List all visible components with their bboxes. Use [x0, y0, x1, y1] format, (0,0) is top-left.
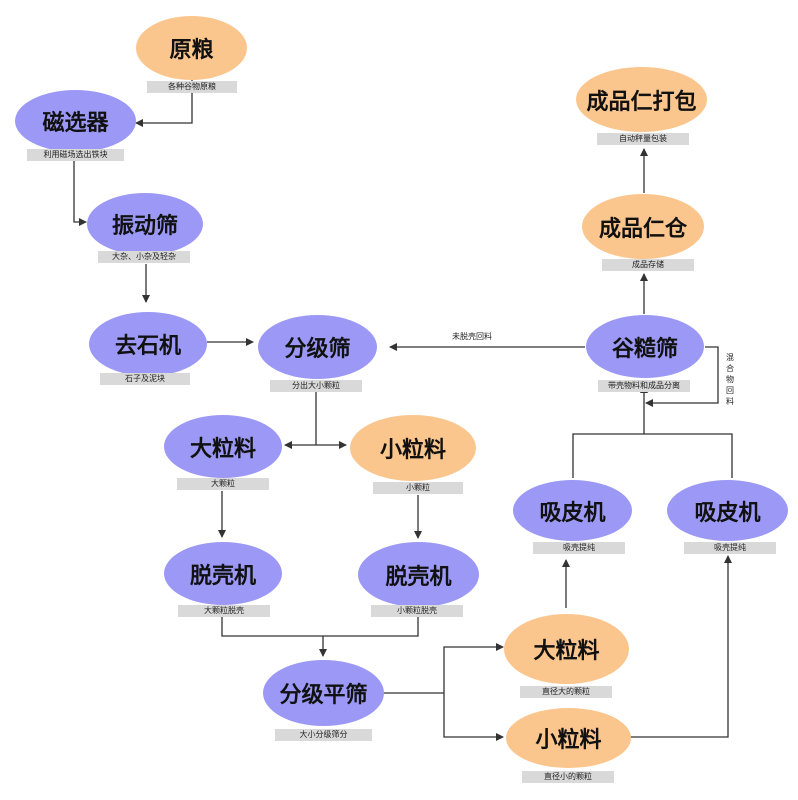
node-title: 分级筛 [284, 337, 351, 362]
node-label: 石子及泥块 [100, 373, 190, 385]
node-title: 大粒料 [533, 639, 600, 664]
node-yuanliang: 原粮 [136, 16, 247, 80]
node-dalialiao-1: 大粒料 [164, 415, 282, 478]
node-label: 利用磁场选出铁块 [27, 149, 124, 161]
node-label: 小颗粒 [373, 482, 463, 494]
edge-to-dalialiao2 [443, 643, 504, 693]
node-title: 脱壳机 [385, 564, 452, 590]
node-tuokeji-1: 脱壳机 [164, 542, 282, 605]
edge-tuokeji1-merge [221, 617, 323, 637]
node-label: 成品存储 [602, 259, 694, 271]
node-title: 小粒料 [535, 728, 602, 753]
node-title: 大粒料 [189, 436, 256, 462]
node-title: 振动筛 [111, 214, 178, 239]
node-title: 脱壳机 [189, 563, 256, 589]
node-label: 吸壳提纯 [533, 542, 625, 554]
node-title: 吸皮机 [539, 500, 606, 526]
node-xipiji-2: 吸皮机 [667, 480, 788, 541]
edge-xiaolialiao2-xipiji2 [630, 555, 732, 738]
node-tuokeji-2: 脱壳机 [358, 542, 479, 607]
edge-yuanliang-cixuanqi [135, 80, 193, 127]
node-label: 吸壳提纯 [684, 542, 776, 554]
node-label: 带壳物料和成品分离 [598, 380, 690, 392]
node-title: 小粒料 [379, 438, 446, 463]
node-label: 自动秤量包装 [597, 133, 689, 145]
edge-xipiji2-up [644, 433, 733, 478]
node-xipiji-1: 吸皮机 [513, 480, 632, 541]
edge-tuokeji2-merge [323, 617, 419, 637]
edge-mixed-return [645, 346, 719, 407]
node-title: 谷糙筛 [611, 336, 678, 362]
node-label: 大小分级筛分 [275, 729, 372, 741]
node-xiaolialiao-2: 小粒料 [506, 708, 631, 768]
node-title: 磁选器 [42, 111, 109, 136]
node-xiaolialiao-1: 小粒料 [350, 415, 476, 481]
node-title: 吸皮机 [694, 500, 761, 526]
edge-xipiji1-up [572, 433, 644, 478]
node-label: 直径大的颗粒 [520, 686, 612, 698]
node-gucaoshai: 谷糙筛 [586, 315, 704, 378]
node-dalialiao-2: 大粒料 [504, 614, 629, 684]
edge-label-mixed-return: 混合物回料 [726, 353, 734, 406]
node-label: 各种谷物原粮 [147, 81, 237, 93]
node-title: 成品仁打包 [586, 89, 697, 115]
node-label: 大杂、小杂及轻杂 [98, 251, 190, 263]
edge-to-xiaolialiao2 [443, 693, 504, 741]
node-title: 成品仁仓 [598, 216, 687, 242]
edge-cixuanqi-zhendongshai [73, 156, 87, 226]
node-qushiji: 去石机 [89, 312, 207, 376]
node-zhendongshai: 振动筛 [87, 193, 203, 255]
node-chengpincang: 成品仁仓 [582, 194, 704, 259]
node-label: 大颗粒 [177, 478, 269, 490]
node-label: 直径小的颗粒 [522, 771, 614, 783]
node-title: 分级平筛 [279, 683, 368, 708]
node-chengpinbaozhuang: 成品仁打包 [576, 67, 707, 132]
node-cixuanqi: 磁选器 [15, 90, 136, 152]
node-fenjipingshai: 分级平筛 [263, 660, 384, 726]
node-fenjishai: 分级筛 [258, 315, 377, 379]
node-label: 小颗粒脱壳 [371, 605, 463, 617]
node-title: 原粮 [169, 38, 214, 63]
node-label: 大颗粒脱壳 [178, 605, 270, 617]
node-title: 去石机 [114, 334, 181, 359]
edge-label-return-unhulled: 未脱壳回料 [452, 332, 492, 341]
node-label: 分出大小颗粒 [270, 380, 362, 392]
